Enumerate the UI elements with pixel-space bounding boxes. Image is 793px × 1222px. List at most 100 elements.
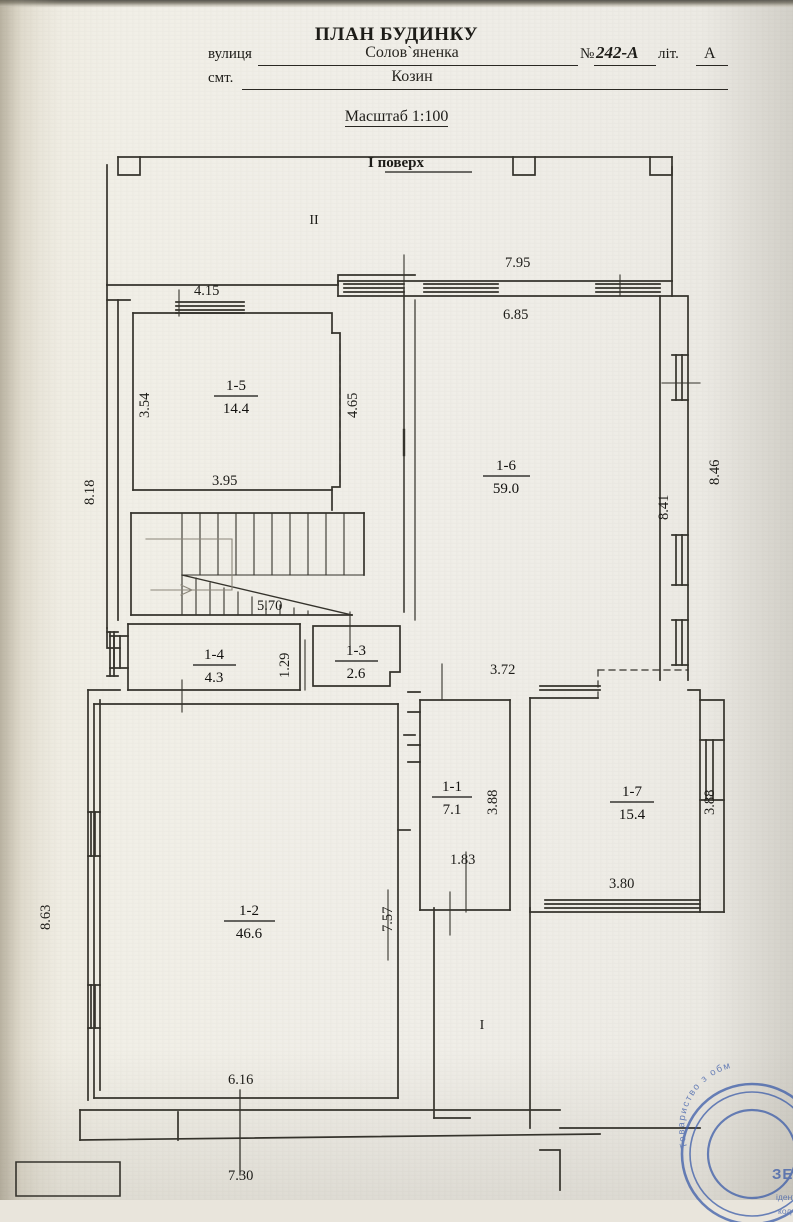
wall-bottom-outer-b [79,1133,601,1141]
room-label-1-4: 1-4 4.3 [193,647,236,686]
room-area-1-2: 46.6 [236,926,263,942]
window-right-1 [671,354,689,401]
dim-right-8-41: 8.41 [656,495,672,520]
dim-r17-height: 3.88 [702,790,718,815]
window-r17-right [699,739,725,801]
room-label-1-7: 1-7 15.4 [610,784,654,823]
room-area-1-7: 15.4 [619,807,646,823]
opening-r11-a [407,691,421,713]
field-value-street: Солов`яненка [365,44,459,61]
dim-top-6-85: 6.85 [503,307,528,323]
room-area-1-3: 2.6 [347,666,366,682]
wall-upper-left-step [106,284,131,301]
page-left-curl-shadow [0,0,62,1200]
stamp-main-text: ЗЕМБУДІН [772,1166,793,1183]
field-rule-settlement [242,89,728,90]
dim-r11-width: 1.83 [450,852,475,868]
room-number-1-3: 1-3 [346,643,366,659]
dim-bottom-7-30: 7.30 [228,1168,253,1184]
building-number: 242-А [596,43,639,62]
field-value-settlement: Козин [391,68,433,85]
dim-r15-height: 3.54 [137,392,153,418]
dim-r12-height: 7.57 [380,907,396,932]
dim-r11-height: 3.88 [485,790,501,815]
window-r17-top [539,685,601,691]
stamp-outer-text: Товариство з обм [676,1062,733,1150]
corner-box-bottom-left [15,1161,121,1197]
page-title: ПЛАН БУДИНКУ [314,24,479,45]
dim-mid-4-65: 4.65 [345,393,361,418]
stair-treads-lower [181,574,309,616]
door-r14-left-panel [113,635,121,669]
scale-text: Масштаб 1:100 [344,108,449,127]
dim-corr-1-29: 1.29 [277,653,293,678]
door-r14-left [109,635,129,669]
official-stamp: Товариство з обм ЗЕМБУДІН ідентиф код [676,1062,793,1222]
field-label-settlement: смт. [208,70,234,86]
wall-porch-step [539,1149,561,1191]
room-number-1-4: 1-4 [204,647,224,663]
window-left-3-mullion [90,984,96,1029]
room-number-1-7: 1-7 [622,784,642,800]
letter-rule [696,65,728,66]
document-header: ПЛАН БУДИНКУ вулиця Солов`яненка смт. Ко… [0,0,793,140]
window-r17-right-mullion [705,739,714,801]
field-rule-street [258,65,578,66]
dim-mid-3-72: 3.72 [490,662,515,678]
page-top-edge [0,0,793,7]
room-number-1-6: 1-6 [496,458,516,474]
room-label-1-6: 1-6 59.0 [483,458,530,497]
room-area-1-4: 4.3 [205,670,224,686]
wall-r17-right-inner [687,689,701,913]
room-area-1-6: 59.0 [493,481,519,497]
room-label-1-1: 1-1 7.1 [432,779,472,818]
room-area-1-5: 14.4 [223,401,250,417]
room-label-1-2: 1-2 46.6 [224,903,275,942]
space-label-II: II [309,213,319,228]
page-right-shadow [703,0,793,1200]
window-left-1 [106,631,119,677]
dim-stair-5-70: 5.70 [257,598,282,614]
window-right-3 [671,619,689,666]
stair-diagonal-break [181,574,353,616]
opening-r11-b [407,744,421,763]
column-upper-right [649,156,673,176]
room-label-1-3: 1-3 2.6 [335,643,378,682]
stair-direction-arrow [145,538,233,596]
dim-bottom-6-16: 6.16 [228,1072,253,1088]
window-right-3-mullion [675,619,683,666]
stamp-line-2: код [778,1206,791,1216]
column-upper-mid [512,156,536,176]
letter-value: А [704,45,716,62]
stamp-inner-ring [706,1108,793,1200]
space-label-I: I [480,1018,485,1033]
window-r15-top [175,301,245,314]
room-number-1-1: 1-1 [442,779,462,795]
number-prefix: № [580,46,595,62]
letter-label: літ. [658,46,679,62]
number-rule [594,65,656,66]
dim-top-7-95: 7.95 [505,255,530,271]
window-top-1 [343,283,405,293]
stamp-outer-ring [680,1082,793,1222]
room-label-1-5: 1-5 14.4 [214,378,258,417]
window-top-3 [595,283,661,293]
window-left-2-mullion [90,811,96,857]
walls-r13 [312,625,401,687]
page-bottom-shadow [0,1050,793,1200]
wall-r15-top [132,312,333,334]
wall-right-outer [671,295,689,681]
window-top-2 [423,283,499,293]
column-upper-left [117,156,141,176]
room-area-1-1: 7.1 [443,802,462,818]
room-number-1-2: 1-2 [239,903,259,919]
room-number-1-5: 1-5 [226,378,246,394]
wall-r17-right-outer [699,699,725,913]
stair-treads-upper [181,512,365,576]
scale-note: Масштаб 1:100 [0,108,793,127]
wall-left-step-a [106,627,121,649]
dim-r15-width: 3.95 [212,473,237,489]
floor-label-group: І поверх [368,155,472,173]
